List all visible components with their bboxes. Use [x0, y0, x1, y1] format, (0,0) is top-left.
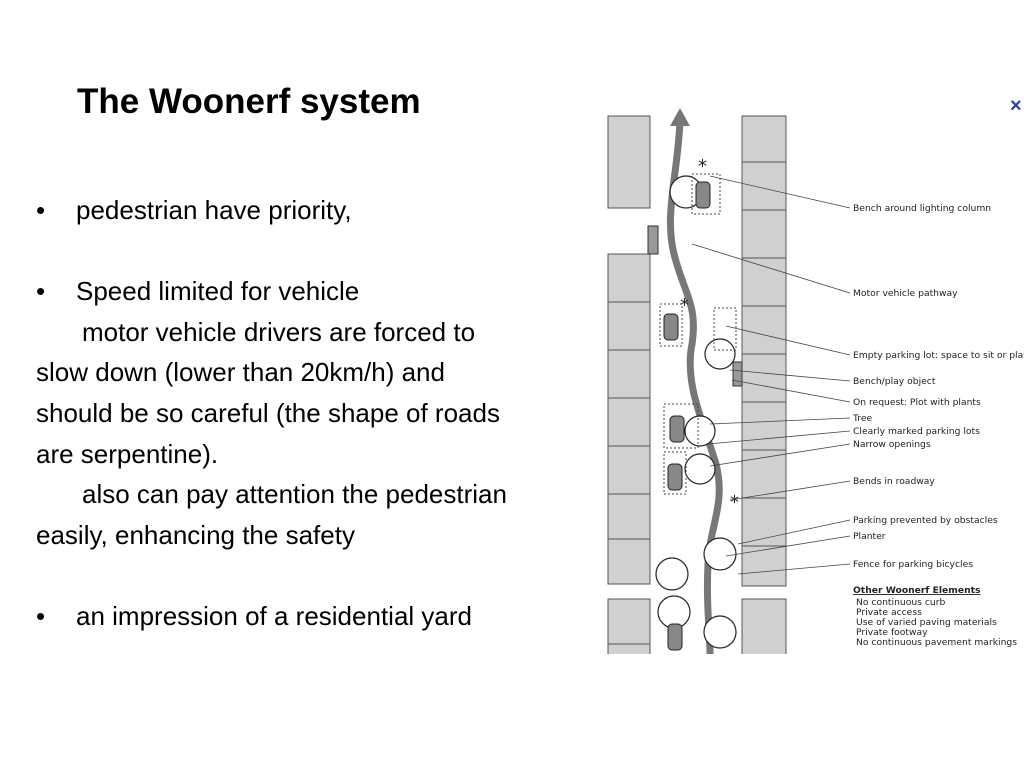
diagram-label: Bench/play object	[853, 376, 936, 387]
arrow-head-icon	[670, 108, 690, 126]
bullet-text: pedestrian have priority,	[76, 195, 352, 225]
other-elements-heading: Other Woonerf Elements	[853, 585, 981, 596]
paragraph: also can pay attention the pedestrian ea…	[36, 474, 611, 555]
vehicle-pathway	[666, 108, 723, 654]
lighting-column-icon: *	[698, 156, 707, 177]
pathway-curve	[666, 119, 723, 654]
tree-icon	[655, 557, 689, 591]
paragraph-line: also can pay attention the pedestrian	[82, 479, 507, 510]
bullet-list: • pedestrian have priority, • Speed limi…	[36, 190, 611, 637]
tree-icon	[704, 338, 736, 370]
tree-icon	[684, 453, 716, 485]
other-element-item: Private footway	[856, 627, 928, 638]
bullet-text: an impression of a residential yard	[76, 600, 472, 631]
house-block	[607, 598, 651, 654]
bullet-item: • an impression of a residential yard	[36, 596, 611, 637]
paragraph-line: are serpentine).	[36, 438, 219, 469]
paragraph: motor vehicle drivers are forced to slow…	[36, 312, 611, 474]
parking-lot	[691, 173, 721, 215]
diagram-label: Empty parking lot: space to sit or play	[853, 350, 1024, 361]
bullet-item: • Speed limited for vehicle	[36, 271, 611, 312]
diagram-label: On request: Plot with plants	[853, 397, 981, 408]
diagram-labels: Bench around lighting column Motor vehic…	[852, 203, 1024, 648]
car-icon	[669, 415, 685, 443]
paragraph-line: slow down (lower than 20km/h) and	[36, 357, 445, 388]
bullet-item: • pedestrian have priority,	[36, 190, 611, 231]
diagram-label: Motor vehicle pathway	[853, 288, 958, 299]
diagram-label: Parking prevented by obstacles	[853, 515, 998, 526]
woonerf-diagram: * * * Bench around lighting column Motor…	[607, 108, 1024, 654]
other-element-item: Private access	[856, 607, 922, 618]
bench-icon	[732, 361, 743, 387]
house-blocks-right	[741, 115, 787, 654]
planter-icon	[647, 225, 659, 255]
cars	[663, 181, 711, 651]
parking-lots	[659, 173, 737, 495]
house-block	[607, 253, 651, 585]
car-icon	[663, 313, 679, 341]
other-element-item: No continuous curb	[856, 597, 946, 608]
paragraph-line: motor vehicle drivers are forced to	[82, 316, 476, 347]
lighting-column-icon: *	[730, 492, 739, 513]
asterisk-marks: * * *	[680, 156, 739, 513]
house-block	[607, 115, 651, 209]
leader-lines	[691, 175, 851, 575]
bullet-glyph: •	[36, 276, 46, 307]
tree-icon	[703, 615, 737, 649]
bullet-glyph: •	[36, 600, 46, 631]
paragraph-line: should be so careful (the shape of roads	[36, 397, 500, 428]
other-element-item: Use of varied paving materials	[856, 617, 997, 628]
diagram-label: Fence for parking bicycles	[853, 559, 973, 570]
diagram-label: Bends in roadway	[853, 476, 935, 487]
bullet-text: Speed limited for vehicle	[76, 276, 360, 307]
paragraph-line: easily, enhancing the safety	[36, 519, 355, 550]
diagram-label: Bench around lighting column	[853, 203, 991, 214]
parking-lot	[663, 403, 699, 449]
bullet-glyph: •	[36, 195, 46, 225]
slide-title: The Woonerf system	[77, 82, 421, 121]
tree-icon	[684, 415, 716, 447]
car-icon	[667, 463, 683, 491]
tree-icon	[657, 595, 691, 629]
close-icon[interactable]: ×	[1010, 95, 1022, 117]
other-element-item: No continuous pavement markings	[856, 637, 1017, 648]
trees	[655, 175, 737, 649]
house-block	[741, 115, 787, 587]
diagram-label: Narrow openings	[853, 439, 931, 450]
lighting-column-icon: *	[680, 295, 689, 316]
tree-icon	[703, 537, 737, 571]
diagram-label: Clearly marked parking lots	[853, 426, 980, 437]
diagram-label: Tree	[852, 413, 872, 424]
bench-objects	[647, 225, 743, 387]
diagram-label: Planter	[853, 531, 886, 542]
house-block	[741, 598, 787, 654]
car-icon	[667, 623, 683, 651]
house-blocks-left	[607, 115, 651, 654]
car-icon	[695, 181, 711, 209]
